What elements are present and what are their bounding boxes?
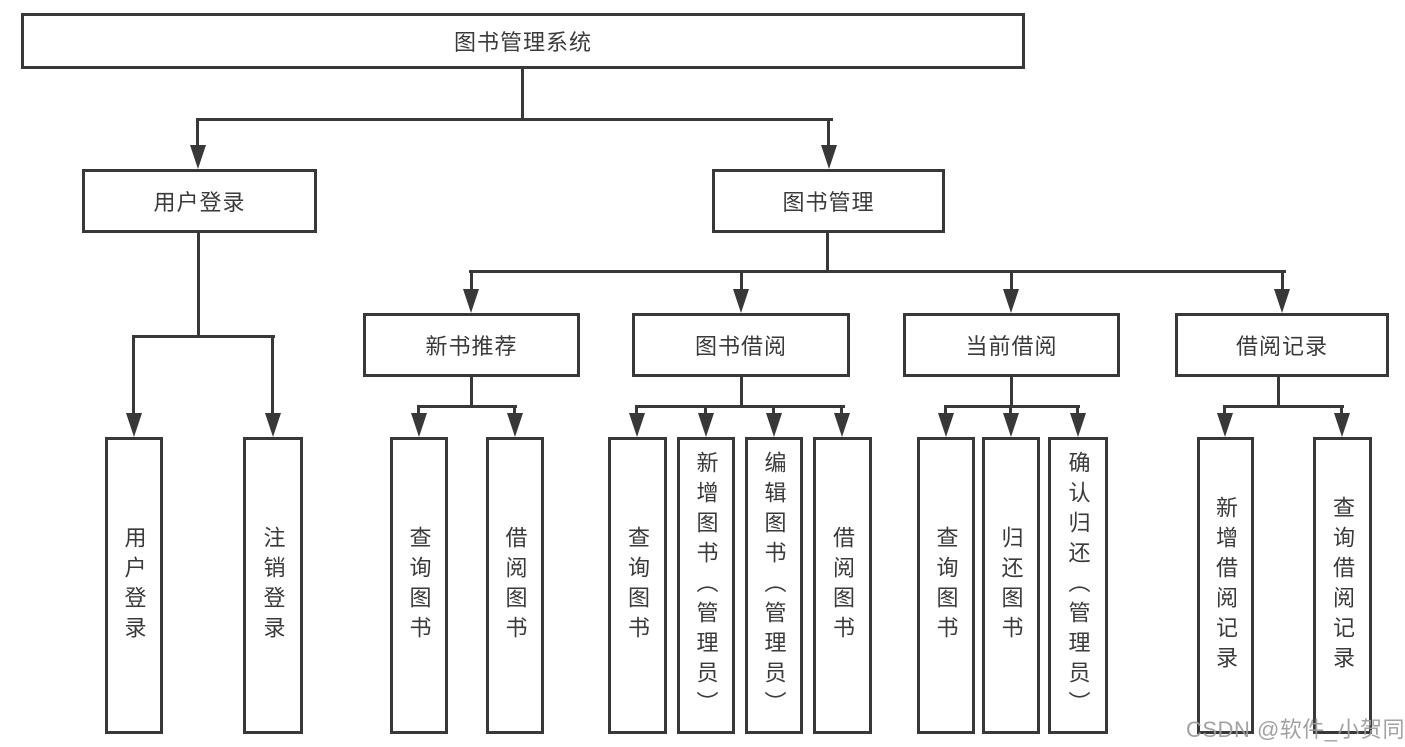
connector-drop (417, 405, 420, 417)
leaf-label: 新增图书（管理员） (693, 450, 719, 721)
connector-stub (1277, 376, 1280, 408)
connector-drop (944, 405, 947, 417)
arrow-down-icon (1334, 413, 1350, 437)
connector-drop (840, 405, 843, 417)
node-current-borrowing: 当前借阅 (903, 313, 1120, 377)
node-book-management: 图书管理 (712, 169, 945, 233)
leaf-label: 用户登录 (121, 525, 147, 646)
leaf-label: 注销登录 (260, 525, 286, 646)
connector-stub (1010, 376, 1013, 408)
node-query-books: 查询图书 (608, 437, 667, 734)
leaf-label: 新增借阅记录 (1213, 495, 1239, 676)
arrow-down-icon (1003, 413, 1019, 437)
node-query-borrow-record: 查询借阅记录 (1313, 437, 1372, 734)
leaf-label: 借阅图书 (502, 525, 528, 646)
arrow-down-icon (1003, 289, 1019, 313)
node-confirm-return-admin: 确认归还（管理员） (1048, 437, 1108, 734)
arrow-down-icon (733, 289, 749, 313)
arrow-down-icon (821, 145, 837, 169)
node-edit-book-admin: 编辑图书（管理员） (745, 437, 803, 734)
node-add-book-admin: 新增图书（管理员） (677, 437, 735, 734)
node-book-borrowing: 图书借阅 (632, 313, 850, 377)
leaf-label: 查询图书 (625, 525, 651, 646)
connector-rail (944, 405, 1080, 408)
arrow-down-icon (190, 145, 206, 169)
arrow-down-icon (463, 289, 479, 313)
connector-user-login-stub (197, 233, 200, 337)
arrow-down-icon (1217, 413, 1233, 437)
node-library-management-system: 图书管理系统 (21, 13, 1025, 69)
leaf-label: 确认归还（管理员） (1065, 450, 1091, 721)
connector-drop (1009, 405, 1012, 417)
connector-drop (513, 405, 516, 417)
node-new-book-recommend: 新书推荐 (363, 313, 580, 377)
connector-drop (132, 335, 135, 415)
connector-book-mgmt-rail (469, 270, 1286, 273)
connector-drop (1076, 405, 1079, 417)
connector-root-drop-left (196, 118, 199, 148)
connector-drop (740, 270, 743, 292)
arrow-down-icon (629, 413, 645, 437)
arrow-down-icon (507, 413, 523, 437)
node-user-login-leaf: 用户登录 (105, 437, 163, 734)
arrow-down-icon (1274, 289, 1290, 313)
connector-drop (704, 405, 707, 417)
connector-stub (740, 376, 743, 408)
leaf-label: 查询借阅记录 (1330, 495, 1356, 676)
connector-stub (470, 376, 473, 408)
arrow-down-icon (938, 413, 954, 437)
arrow-down-icon (766, 413, 782, 437)
node-return-books: 归还图书 (982, 437, 1040, 734)
arrow-down-icon (698, 413, 714, 437)
node-add-borrow-record: 新增借阅记录 (1197, 437, 1254, 734)
connector-drop (1223, 405, 1226, 417)
arrow-down-icon (834, 413, 850, 437)
arrow-down-icon (126, 413, 142, 437)
connector-book-mgmt-stub (826, 233, 829, 272)
node-borrow-books: 借阅图书 (813, 437, 872, 734)
connector-drop (772, 405, 775, 417)
connector-drop (1281, 270, 1284, 292)
node-borrow-books: 借阅图书 (486, 437, 544, 734)
connector-rail (417, 405, 517, 408)
node-borrowing-records: 借阅记录 (1175, 313, 1389, 377)
node-user-login: 用户登录 (82, 169, 317, 233)
connector-root-drop-right (827, 118, 830, 148)
watermark: CSDN @软件_小贺同学 (1186, 717, 1405, 742)
connector-drop (271, 335, 274, 415)
arrow-down-icon (265, 413, 281, 437)
leaf-label: 归还图书 (998, 525, 1024, 646)
leaf-label: 查询图书 (933, 525, 959, 646)
connector-drop (470, 270, 473, 292)
connector-root-stub (521, 66, 524, 121)
connector-rail (1223, 405, 1344, 408)
leaf-label: 借阅图书 (830, 525, 856, 646)
leaf-label: 编辑图书（管理员） (761, 450, 787, 721)
connector-drop (635, 405, 638, 417)
node-query-books: 查询图书 (390, 437, 448, 734)
connector-root-rail (197, 118, 833, 121)
connector-drop (1340, 405, 1343, 417)
leaf-label: 查询图书 (406, 525, 432, 646)
arrow-down-icon (411, 413, 427, 437)
arrow-down-icon (1070, 413, 1086, 437)
connector-rail (635, 405, 845, 408)
node-logout: 注销登录 (243, 437, 303, 734)
connector-user-login-rail (132, 335, 275, 338)
connector-drop (1010, 270, 1013, 292)
node-query-books: 查询图书 (917, 437, 975, 734)
